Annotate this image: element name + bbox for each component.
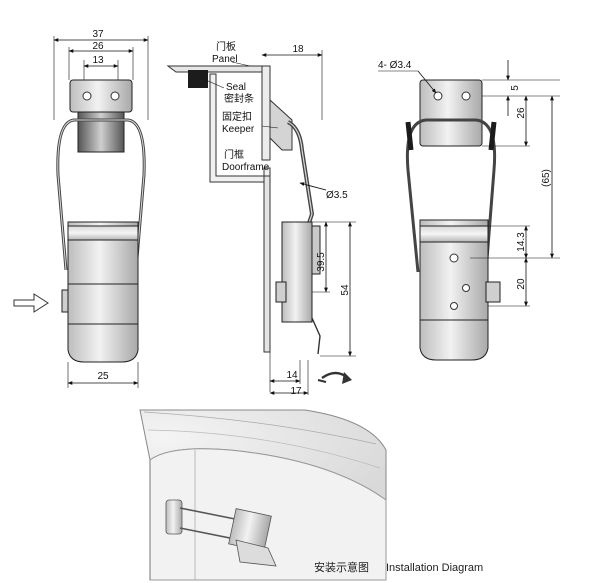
dim-mid: 14.3 bbox=[516, 232, 527, 252]
mount-hole bbox=[82, 91, 92, 101]
side-view: 门板 Panel Seal 密封条 固定扣 Keeper 门框 Doorfram… bbox=[166, 40, 356, 397]
latch-lever bbox=[67, 323, 139, 363]
label-keeper-cn: 固定扣 bbox=[222, 110, 252, 123]
dim-top-b: 26 bbox=[516, 107, 527, 119]
dim-total-width: 37 bbox=[92, 29, 104, 40]
caption-cn: 安装示意图 bbox=[314, 560, 369, 574]
rear-view: 4- Ø3.4 5 26 (65) 14.3 20 bbox=[378, 60, 560, 361]
rear-wire-loop bbox=[405, 118, 497, 273]
dim-hook-width: 25 bbox=[97, 371, 109, 382]
rear-latch-lever bbox=[419, 319, 489, 361]
dim-wire-dia: Ø3.5 bbox=[326, 190, 348, 201]
label-seal-en: Seal bbox=[226, 82, 246, 93]
dim-height-b: 54 bbox=[340, 284, 351, 296]
doorframe bbox=[209, 73, 271, 183]
dim-inner-width: 26 bbox=[92, 41, 104, 52]
label-panel-en: Panel bbox=[212, 54, 238, 65]
dim-holes: 4- Ø3.4 bbox=[378, 60, 412, 71]
push-arrow-icon bbox=[13, 293, 49, 313]
dim-height-a: 39.5 bbox=[316, 252, 327, 272]
rear-keeper-plate bbox=[419, 79, 483, 147]
dim-top-a: 5 bbox=[510, 85, 521, 91]
dim-top: 18 bbox=[292, 44, 304, 55]
label-seal-cn: 密封条 bbox=[224, 92, 254, 105]
dim-lower: 20 bbox=[516, 278, 527, 290]
keeper-plate bbox=[69, 79, 133, 113]
dim-bottom-b: 17 bbox=[290, 386, 302, 397]
latch-body-side bbox=[281, 221, 313, 323]
label-doorframe-en: Doorframe bbox=[222, 162, 270, 173]
label-doorframe-cn: 门框 bbox=[224, 148, 244, 161]
panel bbox=[166, 65, 263, 73]
front-view: 37 26 13 25 bbox=[13, 29, 149, 388]
roller bbox=[77, 111, 125, 153]
label-panel-cn: 门板 bbox=[216, 40, 236, 53]
caption-en: Installation Diagram bbox=[386, 562, 483, 574]
seal bbox=[188, 70, 208, 88]
dim-plate-width: 13 bbox=[92, 55, 104, 66]
dim-bottom-a: 14 bbox=[286, 370, 298, 381]
installation-diagram: 安装示意图 Installation Diagram bbox=[135, 402, 519, 581]
label-keeper-en: Keeper bbox=[222, 124, 255, 135]
mount-hole bbox=[110, 91, 120, 101]
keeper bbox=[269, 98, 293, 151]
dim-total: (65) bbox=[541, 169, 552, 187]
mini-keeper bbox=[165, 499, 183, 535]
door-body bbox=[149, 448, 387, 581]
